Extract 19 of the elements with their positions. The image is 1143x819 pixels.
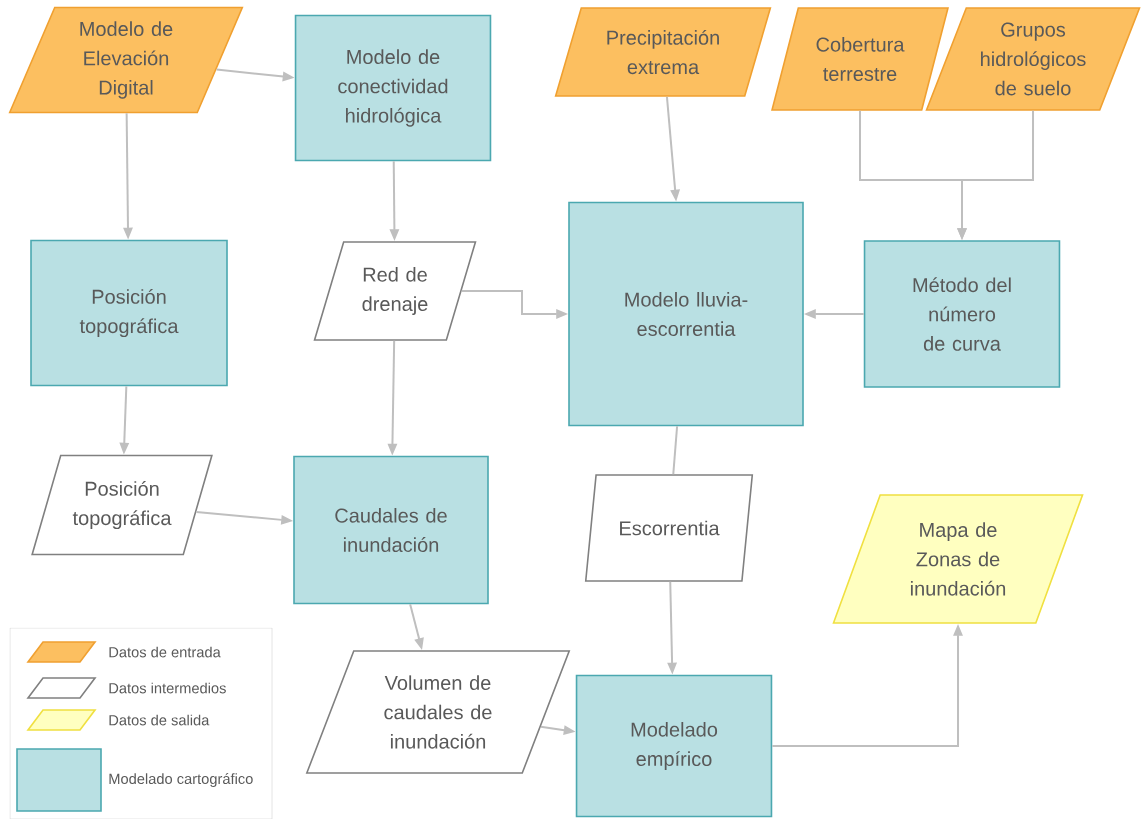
data-parallelogram: Escorrentia bbox=[584, 474, 754, 582]
node-label: Grupos hidrológicos de suelo bbox=[981, 22, 1086, 96]
data-parallelogram: Cobertura terrestre bbox=[771, 7, 949, 111]
data-parallelogram: Modelo de Elevación Digital bbox=[8, 6, 244, 114]
process-box: Modelo de conectividad hidrológica bbox=[294, 14, 492, 162]
process-box: Método del número de curva bbox=[863, 240, 1061, 388]
process-box: Modelado empírico bbox=[575, 674, 773, 818]
process-box: Caudales de inundación bbox=[293, 455, 489, 605]
process-box: Posición topográfica bbox=[30, 239, 228, 387]
legend-label: Modelado cartográfico bbox=[109, 773, 253, 787]
legend-label: Datos de salida bbox=[109, 714, 210, 726]
legend-label: Datos intermedios bbox=[109, 682, 226, 694]
data-parallelogram: Red de drenaje bbox=[313, 241, 477, 341]
data-parallelogram: Precipitación extrema bbox=[554, 7, 772, 97]
data-parallelogram: Mapa de Zonas de inundación bbox=[832, 494, 1084, 624]
process-box: Modelo lluvia-escorrentia bbox=[568, 201, 804, 427]
data-parallelogram: Grupos hidrológicos de suelo bbox=[925, 7, 1141, 111]
data-parallelogram: Posición topográfica bbox=[31, 454, 213, 556]
legend-label: Datos de entrada bbox=[109, 646, 221, 658]
